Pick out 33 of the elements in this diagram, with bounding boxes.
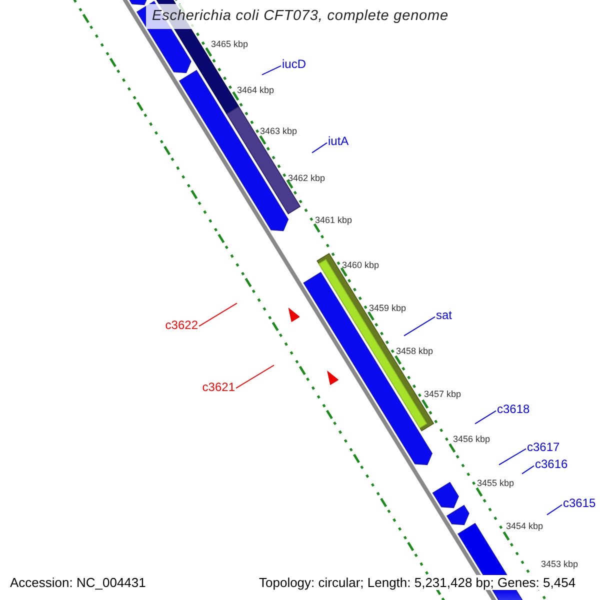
leader-line [522,465,534,474]
scale-label: 3453 kbp [541,560,578,569]
scale-label: 3457 kbp [424,390,462,399]
accession-text: Accession: NC_004431 [8,575,148,590]
scale-label: 3464 kbp [237,86,274,95]
gene-label: c3617 [527,441,560,453]
gene-label: sat [436,309,452,321]
gene-label: c3618 [497,403,530,415]
leader-line [236,364,274,389]
leader-line [198,302,238,327]
gene-label: c3616 [535,458,568,470]
scale-label: 3462 kbp [288,174,326,183]
genome-summary-text: Topology: circular; Length: 5,231,428 bp; Genes: 5,454 [257,575,578,590]
leader-line [312,142,328,154]
scale-label: 3454 kbp [506,522,544,531]
leader-line [404,316,436,336]
scale-label: 3463 kbp [260,127,298,136]
gene-label: c3622 [165,319,198,331]
leader-line [262,65,282,76]
leader-line [498,448,526,466]
leader-line [546,504,562,516]
gene-label: c3615 [563,497,596,509]
scale-label: 3460 kbp [342,261,380,270]
scale-label: 3465 kbp [211,40,248,49]
scale-label: 3461 kbp [315,216,352,225]
gene-label: iucD [282,58,306,70]
scale-label: 3458 kbp [396,347,434,356]
scale-label: 3456 kbp [453,435,490,444]
gene-label: c3621 [202,381,235,393]
scale-label: 3455 kbp [477,479,514,488]
scale-label: 3459 kbp [369,304,406,313]
gene-label: iutA [328,135,349,147]
leader-line [474,410,496,424]
